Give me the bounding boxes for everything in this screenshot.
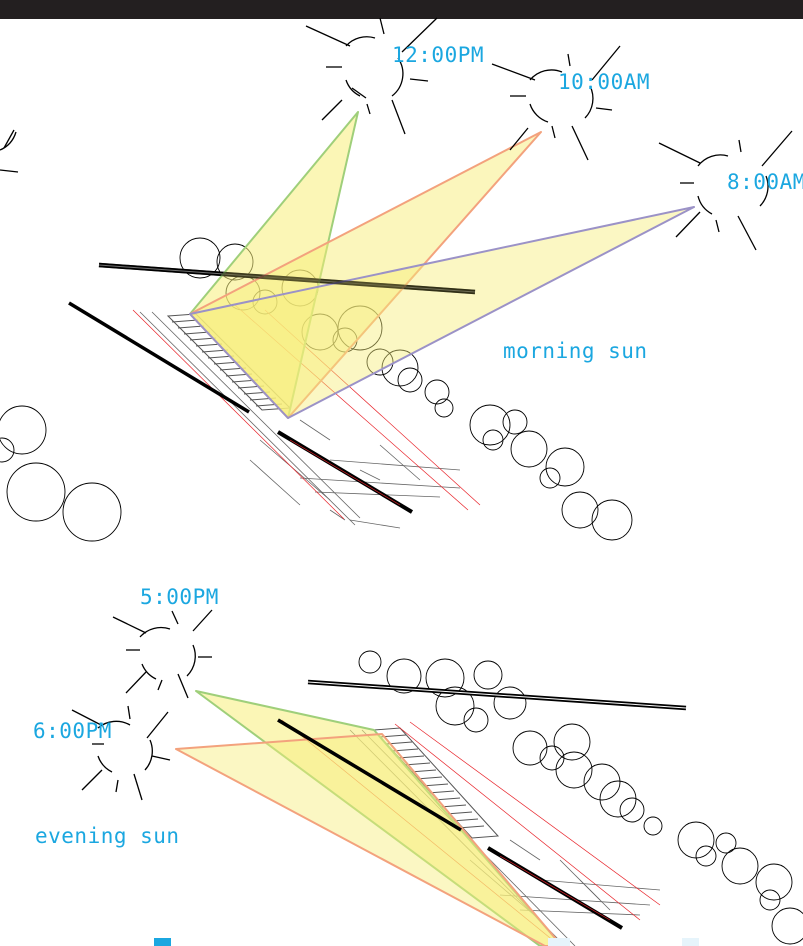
tree-canopy-evening	[358, 650, 803, 945]
sun-icon-8am	[658, 130, 793, 251]
wedge-8am	[189, 206, 695, 419]
top-bar	[0, 0, 803, 19]
sun-icon-10am	[491, 45, 621, 161]
partial-sun-icon	[0, 129, 19, 173]
caption-morning-sun: morning sun	[503, 339, 648, 363]
wedge-6pm	[175, 733, 563, 946]
sun-icon-6pm	[71, 705, 171, 801]
sun-icon-12pm	[305, 17, 438, 135]
time-label-6pm: 6:00PM	[33, 719, 112, 743]
wedge-5pm	[195, 690, 563, 946]
bottom-marker	[154, 938, 171, 946]
evening-diagram	[71, 609, 803, 946]
north-wall	[98, 262, 476, 295]
sun-icon-5pm	[112, 609, 213, 699]
terrain-lines-morning	[139, 311, 461, 529]
morning-diagram	[0, 17, 793, 542]
time-label-10am: 10:00AM	[558, 70, 651, 94]
bottom-marker	[548, 938, 570, 946]
time-label-5pm: 5:00PM	[140, 585, 219, 609]
west-wall	[277, 718, 462, 832]
caption-evening-sun: evening sun	[35, 824, 180, 848]
time-label-12pm: 12:00PM	[392, 43, 485, 67]
sun-wedges-morning	[189, 111, 695, 419]
bottom-marker	[682, 938, 699, 946]
time-label-8am: 8:00AM	[727, 170, 803, 194]
sun-wedges-evening	[175, 690, 563, 946]
